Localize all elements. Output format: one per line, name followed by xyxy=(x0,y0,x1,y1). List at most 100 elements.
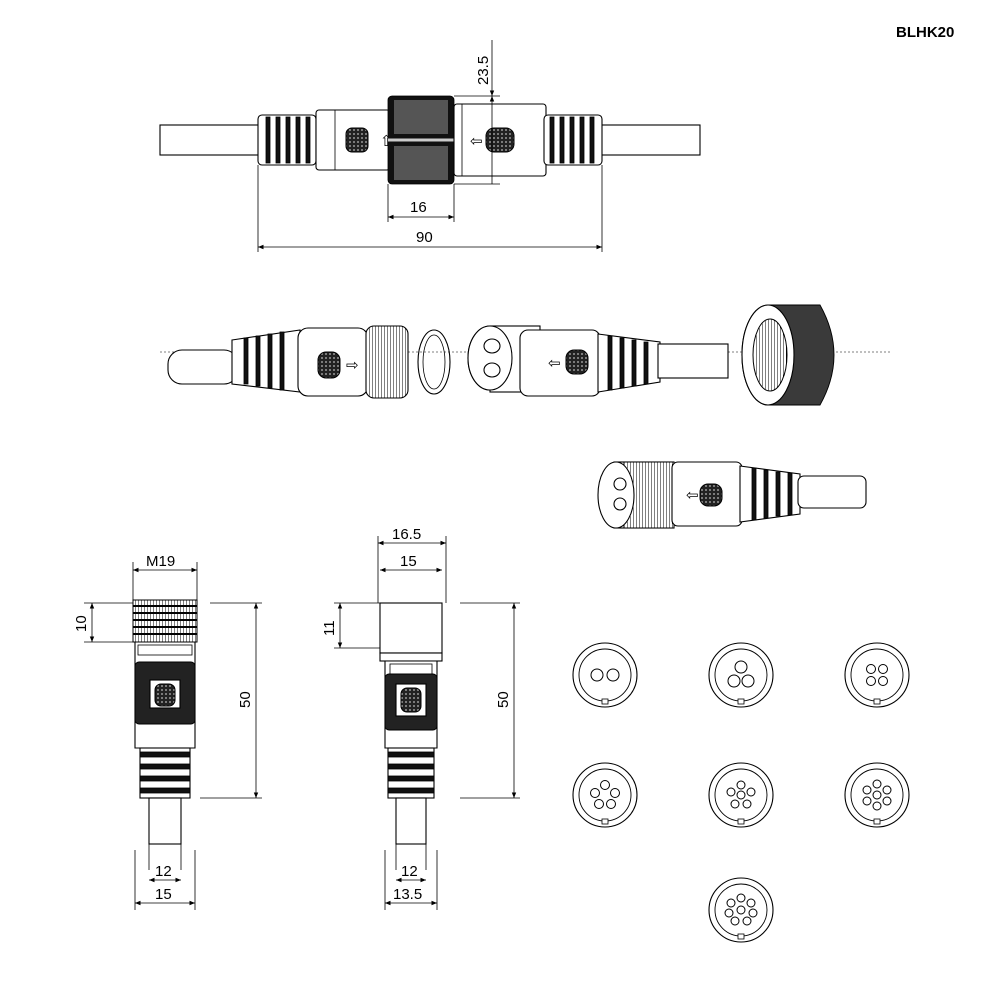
pin-hole xyxy=(590,668,604,682)
pin-hole xyxy=(746,787,756,797)
pin-hole xyxy=(730,799,740,809)
pin-face-outer xyxy=(572,642,638,708)
female-grip-mesh xyxy=(565,349,589,375)
pin-face-key xyxy=(737,818,745,825)
female-boot-ribs xyxy=(607,335,649,391)
pin-hole xyxy=(730,916,740,926)
female-side-mesh xyxy=(400,687,422,713)
pin-face-key xyxy=(601,698,609,705)
pin-face-key xyxy=(601,818,609,825)
pin-hole xyxy=(736,790,746,800)
female-side-view: 16.5 15 11 50 12 13.5 xyxy=(321,526,520,910)
pin-face-key xyxy=(873,818,881,825)
pin-hole xyxy=(734,660,748,674)
male-boot xyxy=(231,329,301,393)
pin-hole xyxy=(866,664,876,674)
male-grip-mesh xyxy=(317,351,341,379)
pin-hole xyxy=(882,796,892,806)
female-view-cable xyxy=(797,475,867,509)
pin-hole xyxy=(727,674,741,688)
pin-face-2 xyxy=(572,642,638,708)
pin-hole xyxy=(736,780,746,790)
grip-mesh-left xyxy=(345,127,369,153)
female-view-ribs xyxy=(751,467,793,521)
coupling-nut-highlight-2 xyxy=(394,146,448,180)
boot-right-ribs xyxy=(549,116,595,164)
o-ring xyxy=(417,329,451,395)
pin-hole xyxy=(748,908,758,918)
boot-left-ribs xyxy=(265,116,311,164)
pin-face-outer xyxy=(844,642,910,708)
arrow-right-glyph: ⇦ xyxy=(470,133,483,150)
drawing-title: BLHK20 xyxy=(896,24,955,41)
pin-hole xyxy=(736,905,746,915)
dim-16-5: 16.5 xyxy=(392,526,421,543)
pin-hole xyxy=(606,668,620,682)
pin-face-layouts xyxy=(572,642,910,943)
dim-50-male: 50 xyxy=(237,691,254,708)
pin-hole xyxy=(606,799,616,809)
female-face xyxy=(597,461,635,529)
nut-inner-thread xyxy=(752,318,788,392)
female-side-cap xyxy=(379,602,443,654)
pin-face-outer xyxy=(708,642,774,708)
pin-hole xyxy=(724,908,734,918)
male-thread xyxy=(365,325,409,399)
pin-hole xyxy=(872,801,882,811)
male-side-ribs xyxy=(139,751,191,794)
dim-23-5: 23.5 xyxy=(475,56,492,85)
pin-hole xyxy=(594,799,604,809)
pin-face-key xyxy=(737,698,745,705)
pin-hole xyxy=(590,788,600,798)
coupling-nut-highlight xyxy=(394,100,448,134)
dim-50-female: 50 xyxy=(495,691,512,708)
pin-hole xyxy=(878,664,888,674)
pin-hole xyxy=(610,788,620,798)
pin-face-6 xyxy=(708,762,774,828)
pin-hole xyxy=(726,898,736,908)
pin-face-outer xyxy=(572,762,638,828)
pin-hole xyxy=(746,898,756,908)
dim-15-female: 15 xyxy=(400,553,417,570)
pin-face-key xyxy=(873,698,881,705)
pin-hole xyxy=(882,785,892,795)
male-side-view: M19 10 50 12 15 xyxy=(73,553,262,910)
grip-mesh-right xyxy=(485,127,515,153)
dim-13-5: 13.5 xyxy=(393,886,422,903)
female-view-arrow: ⇦ xyxy=(686,487,699,504)
male-side-cable xyxy=(148,797,182,845)
pin-hole xyxy=(872,790,882,800)
dim-16: 16 xyxy=(410,199,427,216)
male-side-mesh xyxy=(154,683,176,707)
dim-12-male: 12 xyxy=(155,863,172,880)
dim-12-female: 12 xyxy=(401,863,418,880)
exploded-cable xyxy=(167,349,239,385)
pin-face-4 xyxy=(844,642,910,708)
cable-right xyxy=(599,124,701,156)
pin-hole xyxy=(742,916,752,926)
pin-face-8 xyxy=(708,877,774,943)
male-side-thread-lines xyxy=(133,605,197,635)
dim-m19: M19 xyxy=(146,553,175,570)
pin-hole xyxy=(600,780,610,790)
pin-hole xyxy=(862,796,872,806)
female-arrow-glyph: ⇦ xyxy=(548,355,561,372)
dim-11: 11 xyxy=(321,620,338,636)
pin-hole xyxy=(872,779,882,789)
assembled-connector-view: ⇧ ⇦ 23.5 16 90 xyxy=(159,40,701,252)
female-side-ribs xyxy=(387,751,435,794)
pin-hole xyxy=(866,676,876,686)
male-boot-ribs xyxy=(243,331,285,391)
pin-face-3 xyxy=(708,642,774,708)
female-side-cable xyxy=(395,797,427,845)
pin-hole xyxy=(736,893,746,903)
pin-hole xyxy=(862,785,872,795)
cable-left xyxy=(159,124,261,156)
pin-face-7 xyxy=(844,762,910,828)
female-view-mesh xyxy=(699,483,723,507)
pin-hole xyxy=(741,674,755,688)
pin-face-5 xyxy=(572,762,638,828)
pin-hole xyxy=(726,787,736,797)
dim-10: 10 xyxy=(73,615,90,632)
